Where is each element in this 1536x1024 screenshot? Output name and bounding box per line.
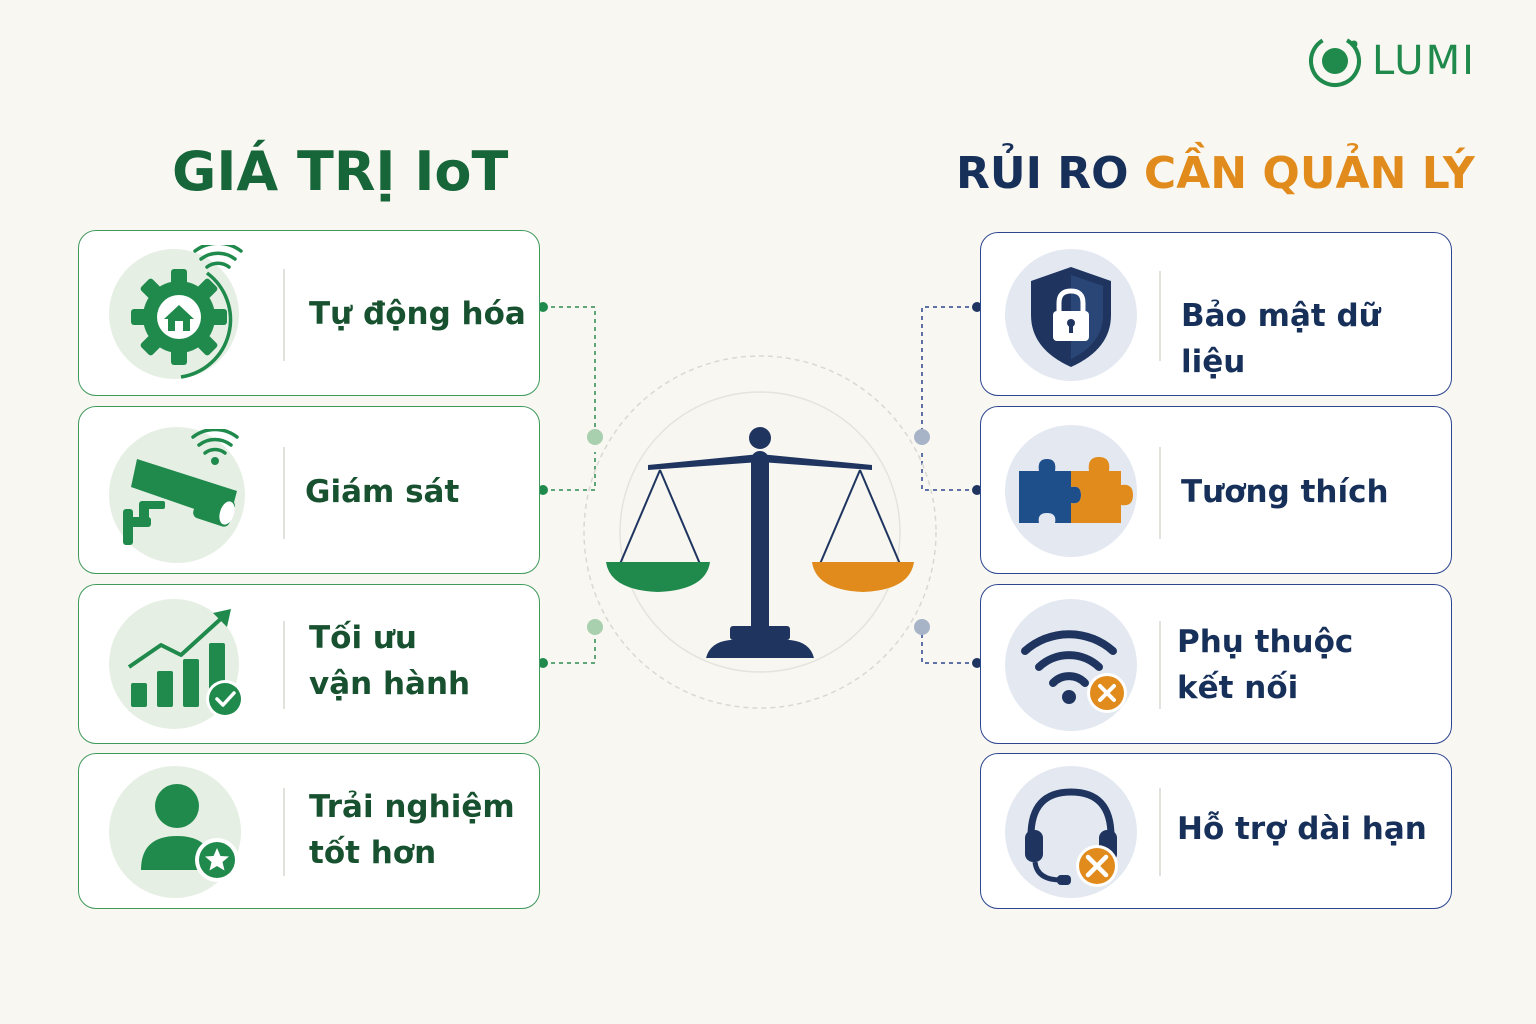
headset-tools-icon [1025,788,1118,887]
wifi-error-icon [1021,630,1127,713]
balance-scale-icon [583,355,937,709]
automation-gear-home-icon [131,245,243,379]
card-divider [1159,621,1161,709]
puzzle-icon [1019,457,1133,523]
card-divider [283,621,285,709]
label-line: Tối ưu [309,620,418,656]
risk-card-security[interactable]: Bảo mật dữ liệu [980,232,1452,396]
label-line: tốt hơn [309,835,437,871]
value-card-monitoring[interactable]: Giám sát [78,406,540,574]
right-heading: RỦI RO CẦN QUẢN LÝ [956,148,1475,199]
risk-label-connectivity: Phụ thuộc kết nối [1177,619,1353,711]
risk-label-support: Hỗ trợ dài hạn [1177,811,1427,847]
card-divider [1159,271,1161,361]
right-heading-part1: RỦI RO [956,148,1129,199]
lumi-logo-icon [1309,35,1361,87]
risk-label-security: Bảo mật dữ liệu [1181,298,1381,380]
value-label-monitoring: Giám sát [305,474,460,510]
label-line: kết nối [1177,670,1299,706]
right-heading-part2: CẦN QUẢN LÝ [1143,148,1475,199]
value-label-experience: Trải nghiệm tốt hơn [309,784,515,876]
card-divider [283,447,285,539]
card-divider [283,788,285,876]
security-camera-icon [123,429,239,545]
shield-lock-icon [1031,267,1111,367]
card-divider [283,269,285,361]
value-card-optimization[interactable]: Tối ưu vận hành [78,584,540,744]
value-card-automation[interactable]: Tự động hóa [78,230,540,396]
brand-logo: LUMI [1306,32,1476,90]
risk-card-compatibility[interactable]: Tương thích [980,406,1452,574]
growth-chart-check-icon [127,609,244,718]
label-line: vận hành [309,666,471,702]
card-divider [1159,788,1161,876]
label-line: Phụ thuộc [1177,624,1354,660]
risk-card-connectivity[interactable]: Phụ thuộc kết nối [980,584,1452,744]
risk-label-compatibility: Tương thích [1181,474,1389,510]
label-line: Trải nghiệm [309,789,515,825]
value-label-automation: Tự động hóa [309,296,526,332]
value-label-optimization: Tối ưu vận hành [309,615,470,707]
brand-name: LUMI [1372,38,1476,84]
card-divider [1159,447,1161,539]
value-card-experience[interactable]: Trải nghiệm tốt hơn [78,753,540,909]
risk-card-support[interactable]: Hỗ trợ dài hạn [980,753,1452,909]
left-heading: GIÁ TRỊ IoT [172,140,509,203]
user-star-icon [141,784,239,882]
